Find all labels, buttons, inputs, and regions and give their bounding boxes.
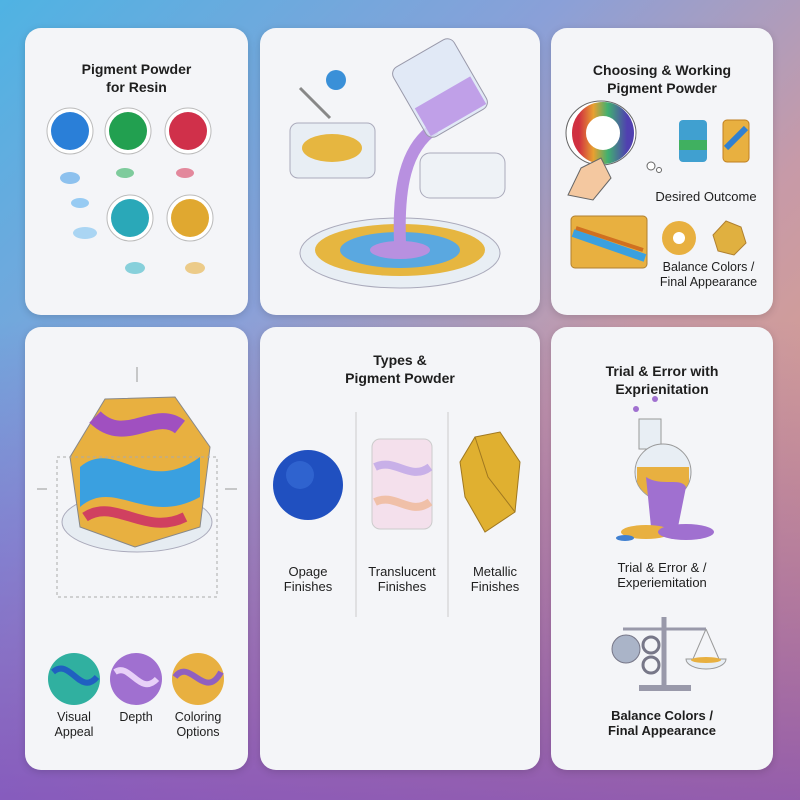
- card-pigment-powder: Pigment Powder for Resin: [25, 28, 248, 315]
- trial-caption: Trial & Error & / Experiemitation: [617, 560, 707, 590]
- depth-label: Depth: [119, 710, 153, 724]
- flask-and-scale-illustration: [611, 396, 727, 691]
- card-title: Choosing & Working Pigment Powder: [592, 62, 732, 96]
- translucent-finishes-label: Translucent Finishes: [368, 564, 436, 594]
- resin-pouring-illustration: [289, 38, 506, 289]
- balance-label: Balance Colors / Final Appearance: [659, 260, 758, 289]
- metallic-finishes-label: Metallic Finishes: [470, 564, 520, 594]
- opaque-finishes-label: Opage Finishes: [283, 564, 333, 594]
- card-choosing-working: Choosing & Working Pigment Powder Desire…: [551, 28, 773, 315]
- card-trial-error: Trial & Error with Exprienitation Trial …: [551, 327, 773, 770]
- desired-outcome-label: Desired Outcome: [655, 189, 757, 204]
- finish-types-illustration: [273, 412, 521, 617]
- card-title: Trial & Error with Exprienitation: [605, 363, 719, 397]
- visual-appeal-label: Visual Appeal: [54, 710, 94, 739]
- color-wheel-illustration: [565, 100, 750, 269]
- balance-caption: Balance Colors / Final Appearance: [608, 708, 716, 738]
- card-resin-pouring: [260, 28, 540, 315]
- coloring-options-label: Coloring Options: [174, 710, 222, 739]
- resin-coaster-illustration: [37, 367, 237, 705]
- card-resin-benefits: Visual Appeal Depth Coloring Options: [25, 327, 248, 770]
- card-title: Types & Pigment Powder: [345, 352, 455, 386]
- card-types-pigment: Types & Pigment Powder Opage Finishes Tr…: [260, 327, 540, 770]
- card-title: Pigment Powder for Resin: [81, 61, 192, 95]
- powder-bowls-illustration: [46, 107, 214, 274]
